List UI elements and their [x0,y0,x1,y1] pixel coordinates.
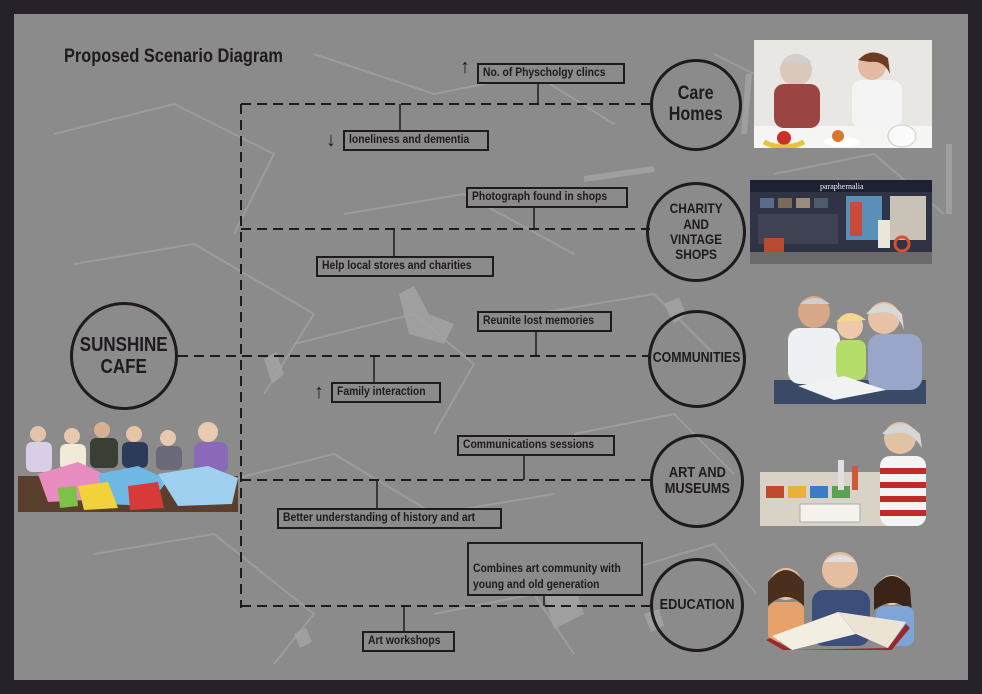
shop-sign: paraphernalia [820,182,864,191]
education-photo [756,544,934,650]
background-map [53,53,952,665]
connector-lines [178,82,650,631]
label-reunite-memories: Reunite lost memories [477,311,613,332]
education-label: EDUCATION [659,595,735,613]
label-family-interaction: Family interaction [331,382,442,403]
education-node: EDUCATION [650,558,744,652]
arrow-up-icon: ↑ [314,381,324,403]
care-homes-photo [754,40,932,148]
label-psychology-clinics: No. of Physcholgy clincs [477,63,626,84]
sunshine-cafe-label: SUNSHINE CAFE [80,334,168,378]
label-communications-sessions: Communications sessions [457,435,615,456]
communities-photo [774,290,926,404]
charity-vintage-shops-node: CHARITY AND VINTAGE SHOPS [646,182,746,282]
art-museums-node: ART AND MUSEUMS [650,434,744,528]
dashed-branches [178,103,650,608]
charity-vintage-shops-label: CHARITY AND VINTAGE SHOPS [669,200,723,263]
label-help-stores: Help local stores and charities [316,256,495,277]
communities-label: COMMUNITIES [653,350,741,367]
label-art-workshops: Art workshops [362,631,455,652]
care-homes-label: Care Homes [669,83,723,125]
vintage-shop-photo: paraphernalia [750,180,932,264]
page-title: Proposed Scenario Diagram [64,46,283,67]
care-homes-node: Care Homes [650,59,742,151]
arrow-up-icon: ↑ [460,56,470,78]
diagram-board: Proposed Scenario Diagram SUNSHINE CAFE … [14,14,968,680]
label-combines-art-community: Combines art community with young and ol… [467,542,644,596]
sunshine-cafe-photo [18,416,238,512]
label-photograph-shops: Photograph found in shops [466,187,629,208]
label-loneliness-dementia: loneliness and dementia [343,130,489,151]
art-museum-photo [760,416,926,526]
sunshine-cafe-node: SUNSHINE CAFE [70,302,178,410]
label-history-art: Better understanding of history and art [277,508,503,529]
arrow-down-icon: ↓ [326,129,336,151]
communities-node: COMMUNITIES [648,310,746,408]
art-museums-label: ART AND MUSEUMS [664,463,730,497]
